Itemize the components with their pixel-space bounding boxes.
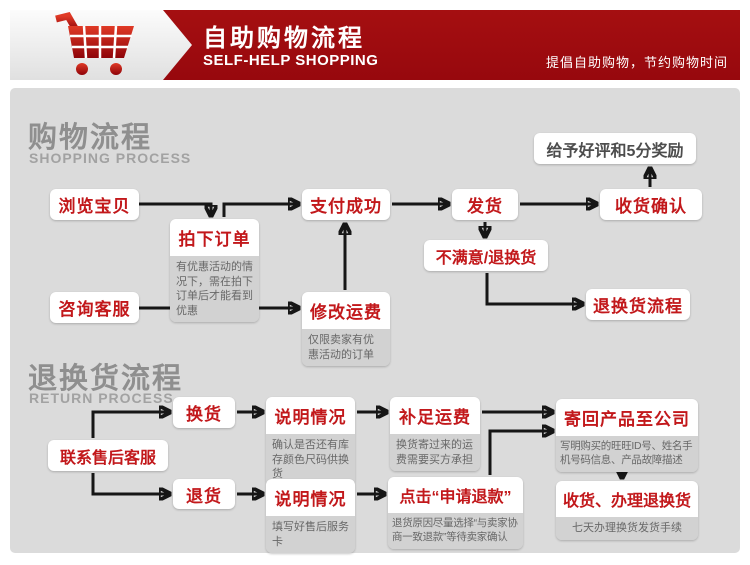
flow-node-browse: 浏览宝贝 (50, 189, 139, 220)
flow-node-explain-refund-note: 填写好售后服务卡 (266, 516, 355, 554)
flow-node-contact-service: 联系售后客服 (48, 440, 168, 471)
flow-node-ship: 发货 (452, 189, 518, 220)
flow-node-sendback-label: 寄回产品至公司 (556, 399, 698, 436)
flow-node-return-flow: 退换货流程 (586, 289, 690, 320)
flow-node-explain-exchange-label: 说明情况 (266, 397, 355, 434)
flow-node-explain-exchange: 说明情况 确认是否还有库存颜色尺码供换货 (266, 397, 355, 486)
shopping-section-title: 购物流程 (28, 122, 153, 154)
header-cart-tab (10, 10, 192, 80)
flow-node-explain-exchange-note: 确认是否还有库存颜色尺码供换货 (266, 434, 355, 486)
return-section-subtitle: RETURN PROCESS (29, 390, 174, 406)
flow-node-explain-refund: 说明情况 填写好售后服务卡 (266, 479, 355, 554)
return-section-title: 退换货流程 (28, 363, 184, 395)
flow-node-receive: 收货确认 (600, 189, 702, 220)
header-tagline: 提倡自助购物，节约购物时间 (545, 55, 728, 70)
flow-node-consult: 咨询客服 (50, 292, 139, 323)
flow-node-click-refund-note: 退货原因尽量选择“与卖家协商一致退款”等待卖家确认 (388, 513, 523, 549)
flow-node-topup-freight-note: 换货寄过来的运费需要买方承担 (390, 434, 480, 472)
flow-node-sendback: 寄回产品至公司 写明购买的旺旺ID号、姓名手机号码信息、产品故障描述 (556, 399, 698, 472)
flow-node-freight-label: 修改运费 (302, 292, 390, 329)
flow-node-receive-process: 收货、办理退换货 七天办理换货发货手续 (556, 481, 698, 540)
flow-node-freight-note: 仅限卖家有优惠活动的订单 (302, 329, 390, 367)
flow-node-topup-freight-label: 补足运费 (390, 397, 480, 434)
flow-node-click-refund: 点击“申请退款” 退货原因尽量选择“与卖家协商一致退款”等待卖家确认 (388, 477, 523, 549)
flow-node-explain-refund-label: 说明情况 (266, 479, 355, 516)
flow-node-freight: 修改运费 仅限卖家有优惠活动的订单 (302, 292, 390, 367)
flow-node-topup-freight: 补足运费 换货寄过来的运费需要买方承担 (390, 397, 480, 472)
shopping-cart-icon (55, 11, 134, 75)
flow-node-order: 拍下订单 有优惠活动的情况下，需在拍下订单后才能看到优惠 (170, 219, 259, 323)
shopping-section-subtitle: SHOPPING PROCESS (29, 150, 192, 166)
flow-node-praise: 给予好评和5分奖励 (534, 133, 696, 164)
page-title: 自助购物流程 (203, 25, 365, 52)
flow-node-refund: 退货 (173, 479, 235, 509)
flow-node-pay: 支付成功 (302, 189, 390, 220)
flow-node-unsatisfied: 不满意/退换货 (424, 240, 548, 271)
page-title-en: SELF-HELP SHOPPING (203, 52, 379, 69)
flow-node-exchange: 换货 (173, 397, 235, 428)
flow-node-receive-process-note: 七天办理换货发货手续 (556, 517, 698, 540)
flow-node-sendback-note: 写明购买的旺旺ID号、姓名手机号码信息、产品故障描述 (556, 436, 698, 472)
flow-node-order-label: 拍下订单 (170, 219, 259, 256)
flow-node-order-note: 有优惠活动的情况下，需在拍下订单后才能看到优惠 (170, 256, 259, 323)
flow-node-click-refund-label: 点击“申请退款” (388, 477, 523, 513)
flow-node-receive-process-label: 收货、办理退换货 (556, 481, 698, 517)
header-banner: 自助购物流程 SELF-HELP SHOPPING 提倡自助购物，节约购物时间 (163, 10, 740, 80)
